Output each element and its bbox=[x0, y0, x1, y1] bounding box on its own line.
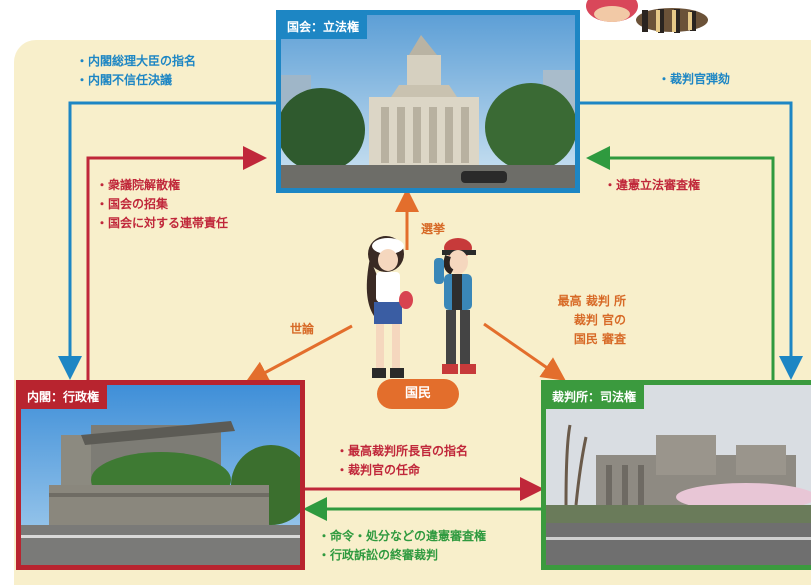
review-line: 国民 審査 bbox=[573, 332, 626, 346]
citizen-label: 国民 bbox=[377, 379, 459, 409]
arrow-diet-to-cabinet bbox=[58, 101, 276, 380]
power-item: ・国会に対する連帯責任 bbox=[96, 216, 229, 230]
power-item: ・違憲立法審査権 bbox=[604, 178, 701, 192]
diet-to-cabinet-text: ・内閣総理大臣の指名 ・内閣不信任決議 bbox=[76, 52, 196, 90]
cabinet-to-diet-text: ・衆議院解散権 ・国会の招集 ・国会に対する連帯責任 bbox=[96, 176, 228, 233]
power-item: ・命令・処分などの違憲審査権 bbox=[318, 529, 487, 543]
cabinet-office-photo bbox=[21, 385, 300, 565]
review-line: 裁判 官の bbox=[573, 313, 626, 327]
court-header: 裁判所：司法権 bbox=[546, 385, 645, 409]
arrow-cabinet-to-diet bbox=[86, 146, 267, 380]
power-item: ・衆議院解散権 bbox=[96, 178, 181, 192]
arrow-diet-to-court bbox=[580, 101, 803, 380]
diet-header: 国会：立法権 bbox=[281, 15, 368, 39]
review-line: 最高 裁判 所 bbox=[557, 294, 626, 308]
diet-box: 国会：立法権 bbox=[276, 10, 580, 193]
arrow-citizen-to-cabinet bbox=[244, 324, 353, 384]
power-item: ・内閣不信任決議 bbox=[76, 73, 173, 87]
mascot-illustration bbox=[586, 0, 708, 33]
cabinet-box: 内閣：行政権 bbox=[16, 380, 305, 570]
arrow-court-to-diet bbox=[586, 146, 775, 380]
citizen-to-cabinet-text: 世論 bbox=[290, 322, 315, 336]
court-to-diet-text: ・違憲立法審査権 bbox=[604, 176, 700, 195]
arrow-citizen-to-court bbox=[483, 322, 566, 381]
citizen-to-court-text: 最高 裁判 所 裁判 官の 国民 審査 bbox=[520, 292, 626, 349]
court-box: 裁判所：司法権 bbox=[541, 380, 811, 570]
cabinet-to-court-text: ・最高裁判所長官の指名 ・裁判官の任命 bbox=[336, 442, 468, 480]
cabinet-header: 内閣：行政権 bbox=[21, 385, 108, 409]
power-item: ・国会の招集 bbox=[96, 197, 169, 211]
diet-building-photo bbox=[281, 15, 575, 188]
power-item: ・最高裁判所長官の指名 bbox=[336, 444, 469, 458]
citizens-illustration bbox=[366, 236, 476, 378]
power-item: ・裁判官の任命 bbox=[336, 463, 421, 477]
supreme-court-photo bbox=[546, 385, 811, 565]
power-item: ・内閣総理大臣の指名 bbox=[76, 54, 197, 68]
power-item: ・行政訴訟の終審裁判 bbox=[318, 548, 439, 562]
citizen-to-diet-text: 選挙 bbox=[421, 222, 446, 236]
power-item: ・裁判官弾劾 bbox=[658, 72, 731, 86]
diet-to-court-text: ・裁判官弾劾 bbox=[658, 70, 730, 89]
court-to-cabinet-text: ・命令・処分などの違憲審査権 ・行政訴訟の終審裁判 bbox=[318, 527, 486, 565]
